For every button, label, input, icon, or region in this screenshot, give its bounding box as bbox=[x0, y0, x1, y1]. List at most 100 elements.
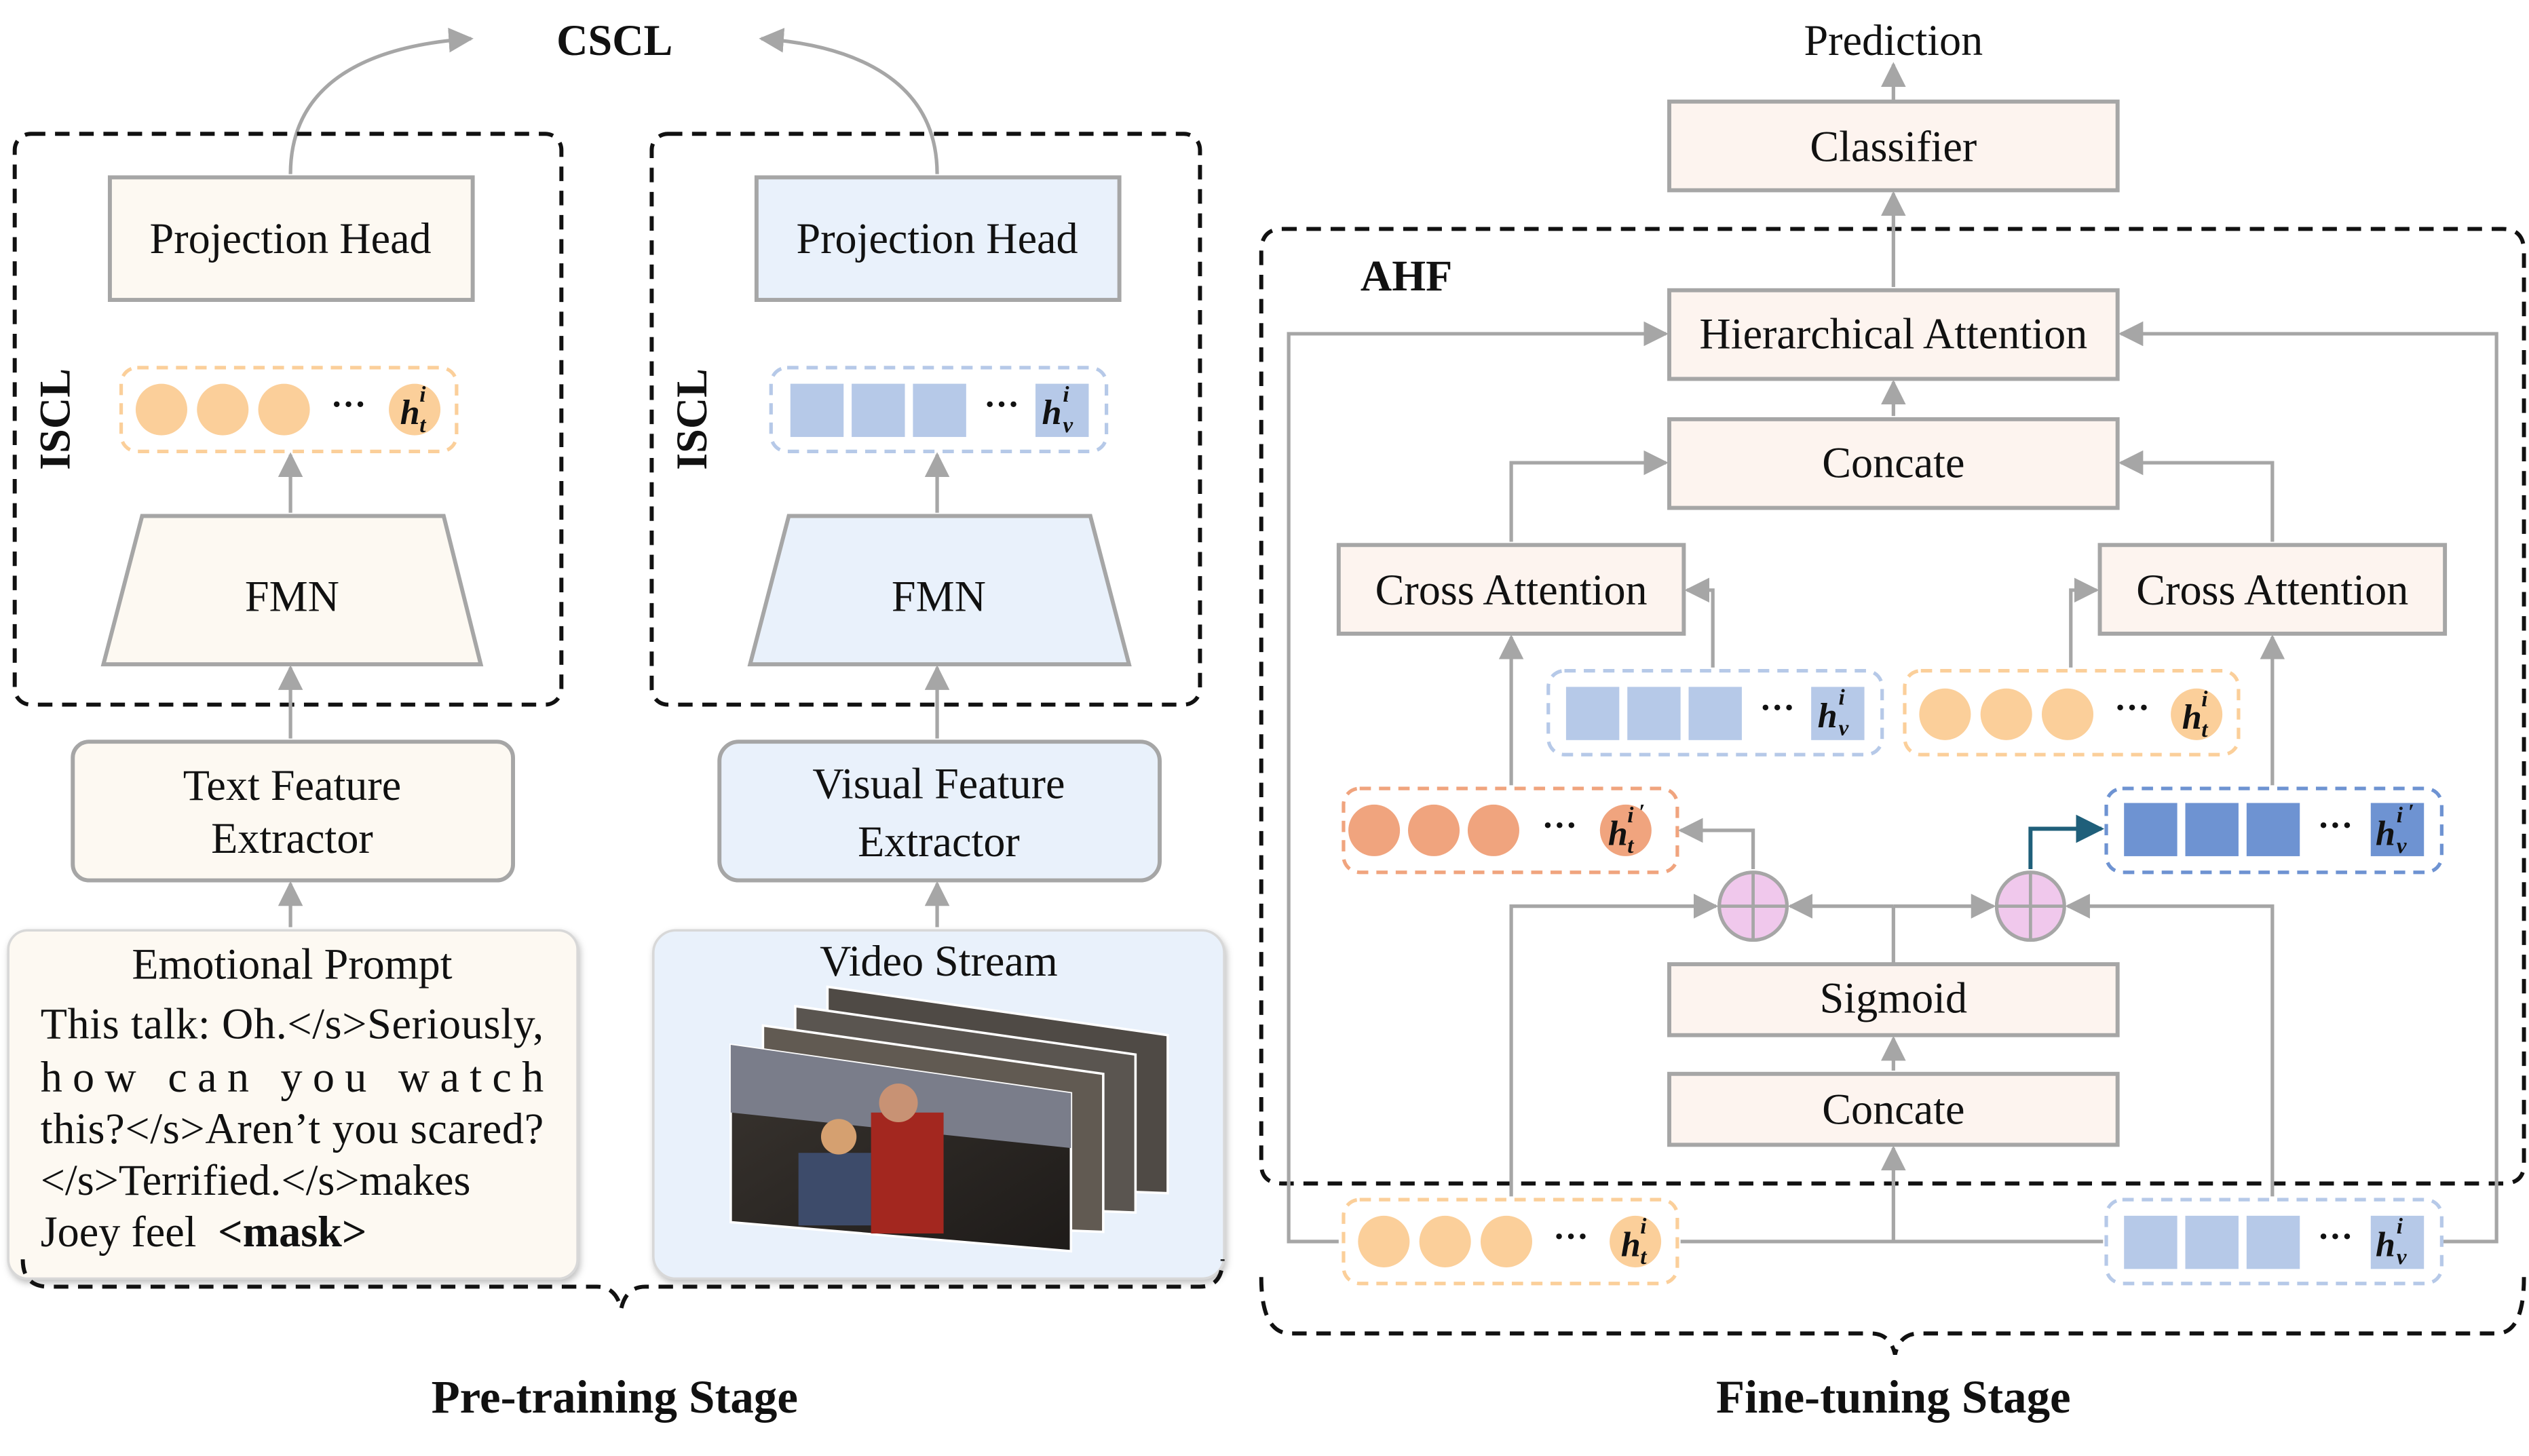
text-token bbox=[135, 383, 187, 436]
fused-text-token bbox=[1408, 804, 1460, 856]
visual-token-row-mid: ··· h i v bbox=[1546, 669, 1884, 756]
fused-visual-token bbox=[2124, 803, 2178, 856]
arrow-crossright-to-concat bbox=[2118, 450, 2275, 542]
sub-v: v bbox=[2397, 833, 2408, 858]
iscl-label-text: ISCL bbox=[31, 368, 79, 470]
fused-visual-token bbox=[2185, 803, 2239, 856]
fused-visual-token-row: ··· h i ′ v bbox=[2104, 786, 2444, 875]
visual-token bbox=[2185, 1215, 2239, 1269]
sub-t: t bbox=[1640, 1244, 1648, 1269]
projection-head-text-label: Projection Head bbox=[150, 214, 432, 263]
concat-bottom-label: Concate bbox=[1822, 1085, 1964, 1133]
sup-i: i bbox=[419, 382, 426, 407]
visual-token bbox=[790, 383, 844, 438]
ahf-label: AHF bbox=[1361, 252, 1452, 300]
ellipsis: ··· bbox=[2317, 805, 2353, 845]
skip-line-text-to-hier bbox=[1287, 321, 1669, 1244]
sup-i: i bbox=[1627, 803, 1634, 828]
fmn-text bbox=[100, 514, 484, 667]
text-token bbox=[2041, 688, 2094, 740]
text-feature-extractor bbox=[71, 740, 516, 883]
visual-token bbox=[1688, 687, 1742, 740]
h-symbol: h bbox=[1818, 696, 1838, 735]
iscl-container-text bbox=[12, 132, 564, 707]
visual-extractor-line1: Visual Feature bbox=[812, 759, 1065, 807]
visual-token bbox=[1565, 687, 1620, 740]
ellipsis: ··· bbox=[2317, 1216, 2353, 1256]
text-feature-to-addleft bbox=[1509, 894, 1719, 1197]
cross-attention-right-box bbox=[2097, 543, 2448, 636]
sup-i: i bbox=[1839, 685, 1846, 710]
add-node-left bbox=[1717, 870, 1789, 942]
sub-v: v bbox=[1063, 413, 1073, 438]
text-extractor-line1: Text Feature bbox=[183, 761, 402, 809]
cscl-arc-right bbox=[759, 28, 939, 174]
prompt-mask-token: <mask> bbox=[218, 1208, 366, 1256]
concat-bottom-box bbox=[1667, 1071, 2120, 1147]
person-red-sweater bbox=[871, 1112, 944, 1234]
h-symbol: h bbox=[2376, 813, 2395, 853]
ellipsis: ··· bbox=[1760, 688, 1795, 727]
visual-token bbox=[913, 383, 966, 438]
sup-i: i bbox=[1640, 1214, 1647, 1239]
text-token bbox=[258, 383, 310, 436]
sup-i: i bbox=[2397, 803, 2403, 828]
cross-attention-left-label: Cross Attention bbox=[1375, 566, 1648, 614]
sup-i: i bbox=[2201, 687, 2208, 712]
fmn-visual-label: FMN bbox=[892, 573, 986, 621]
hierarchical-attention-label: Hierarchical Attention bbox=[1699, 309, 2087, 358]
arrow-addleft-to-fusedtext bbox=[1677, 818, 1755, 869]
skip-line-visual-to-hier bbox=[2118, 321, 2498, 1244]
text-token bbox=[1419, 1215, 1471, 1267]
text-token bbox=[197, 383, 249, 436]
fused-text-token-row: ··· h i ′ t bbox=[1342, 786, 1679, 875]
text-token bbox=[1919, 688, 1971, 740]
ellipsis: ··· bbox=[1542, 805, 1577, 845]
cscl-label: CSCL bbox=[556, 16, 672, 64]
visual-token bbox=[2246, 1215, 2300, 1269]
emotional-prompt-title: Emotional Prompt bbox=[132, 940, 452, 989]
sigmoid-label: Sigmoid bbox=[1820, 974, 1967, 1022]
visual-token bbox=[2124, 1215, 2178, 1269]
projection-head-visual bbox=[754, 175, 1122, 303]
concat-top-box bbox=[1667, 417, 2120, 510]
visual-token-row-input: ··· h i v bbox=[2104, 1198, 2444, 1286]
emotional-prompt-card bbox=[7, 929, 579, 1280]
prompt-line: This talk: Oh.</s>Seriously, bbox=[41, 999, 544, 1048]
h-symbol: h bbox=[1608, 813, 1628, 853]
ellipsis: ··· bbox=[330, 385, 366, 424]
arrow-crossleft-to-concat bbox=[1509, 450, 1669, 542]
projection-head-visual-label: Projection Head bbox=[797, 214, 1078, 263]
sub-t: t bbox=[1627, 833, 1635, 858]
concat-top-label: Concate bbox=[1822, 438, 1964, 486]
text-extractor-line2: Extractor bbox=[211, 814, 373, 862]
h-symbol: h bbox=[1042, 393, 1062, 432]
visual-token bbox=[852, 383, 905, 438]
finetuning-brace bbox=[1259, 1277, 2526, 1356]
projection-head-text bbox=[107, 175, 475, 303]
visual-extractor-line2: Extractor bbox=[858, 818, 1020, 866]
visual-token bbox=[1627, 687, 1681, 740]
classifier-box bbox=[1667, 99, 2120, 193]
text-token bbox=[1358, 1215, 1410, 1267]
ahf-container bbox=[1259, 227, 2526, 1186]
sub-v: v bbox=[1839, 716, 1850, 741]
visual-feature-extractor bbox=[717, 740, 1162, 883]
pretraining-brace bbox=[20, 1259, 1225, 1310]
ellipsis: ··· bbox=[2114, 688, 2150, 727]
visual-token-row-pretrain: ··· h i v bbox=[769, 366, 1109, 454]
h-symbol: h bbox=[400, 393, 420, 432]
arrow-addright-to-fusedvisual bbox=[2028, 814, 2105, 869]
cscl-arc-left bbox=[288, 27, 474, 174]
prediction-label: Prediction bbox=[1804, 16, 1983, 64]
fmn-text-label: FMN bbox=[245, 573, 339, 621]
h-symbol: h bbox=[1621, 1225, 1641, 1264]
pretraining-stage-label: Pre-training Stage bbox=[432, 1371, 798, 1423]
sup-i: i bbox=[2397, 1214, 2403, 1239]
arrow-text-to-crossright bbox=[2069, 577, 2099, 668]
finetuning-stage-label: Fine-tuning Stage bbox=[1716, 1371, 2071, 1423]
text-token-row-pretrain: ··· h i t bbox=[119, 366, 459, 454]
h-symbol: h bbox=[2376, 1225, 2395, 1264]
